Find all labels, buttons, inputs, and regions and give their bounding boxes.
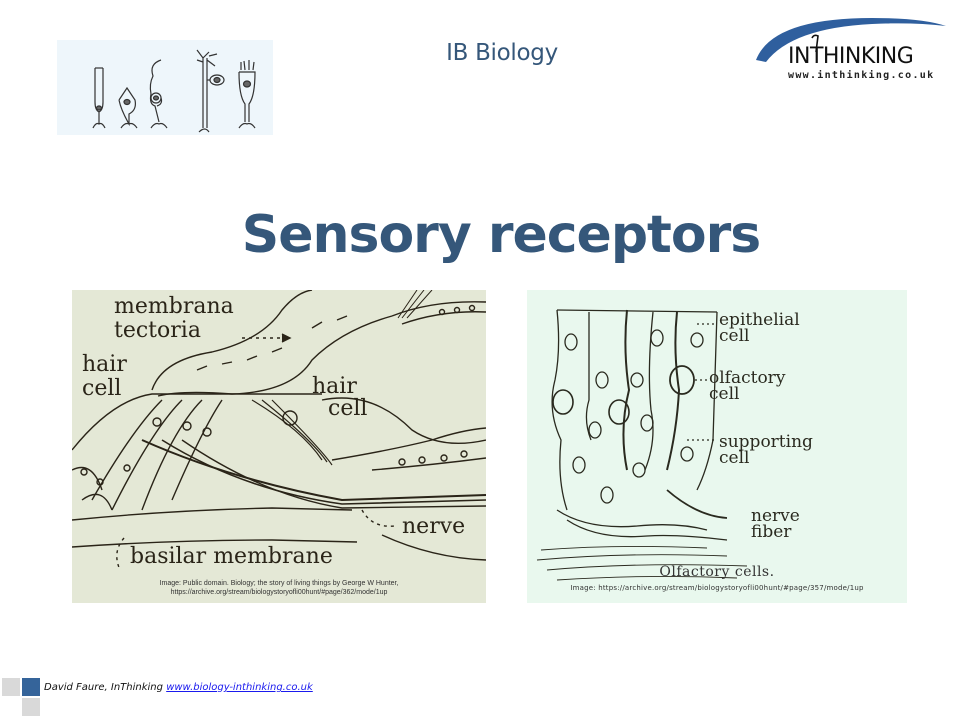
label-supporting-cell: cell — [719, 448, 750, 468]
label-epithelial-cell: cell — [719, 326, 750, 346]
cochlea-credit: Image: Public domain. Biology; the story… — [72, 580, 486, 598]
logo-url: www.inthinking.co.uk — [788, 70, 935, 81]
label-fiber: fiber — [751, 522, 792, 542]
inthinking-logo[interactable]: INTHINKING www.inthinking.co.uk — [752, 12, 952, 90]
label-hair-right-1: hair — [312, 374, 357, 399]
cochlea-credit-line2: https://archive.org/stream/biologystoryo… — [170, 588, 388, 596]
slide-title: Sensory receptors — [241, 205, 761, 265]
course-title: IB Biology — [446, 40, 558, 66]
footer-square-grey-2 — [22, 698, 40, 716]
sensory-cells-icon — [92, 49, 256, 133]
logo-swoosh-icon — [756, 18, 946, 62]
label-basilar-membrane: basilar membrane — [130, 544, 333, 569]
label-hair-right-2: cell — [328, 396, 368, 421]
cochlea-credit-line1: Image: Public domain. Biology; the story… — [159, 580, 399, 587]
footer-author: David Faure, InThinking — [44, 682, 167, 693]
olfactory-drawing-icon — [536, 309, 748, 581]
label-supporting: supporting — [719, 432, 813, 452]
label-nerve: nerve — [402, 514, 466, 539]
footer-square-grey-1 — [2, 678, 20, 696]
footer-credit: David Faure, InThinking www.biology-inth… — [44, 682, 313, 693]
olfactory-cell-diagram: epithelial cell olfactory cell supportin… — [527, 290, 907, 603]
label-epithelial: epithelial — [719, 310, 800, 330]
olfactory-credit: Image: https://archive.org/stream/biolog… — [570, 584, 864, 592]
olfactory-caption: Olfactory cells. — [659, 564, 775, 580]
label-membrana: membrana — [114, 294, 234, 319]
label-tectoria: tectoria — [114, 318, 201, 343]
sensory-cells-thumbnail — [57, 40, 273, 135]
hair-cell-diagram: membrana tectoria hair cell hair cell ne… — [72, 290, 486, 603]
label-nerve: nerve — [751, 506, 800, 526]
footer-square-blue — [22, 678, 40, 696]
label-hair-left-2: cell — [82, 376, 122, 401]
logo-wordmark: INTHINKING — [788, 44, 914, 69]
label-olfactory: olfactory — [709, 368, 786, 388]
label-hair-left-1: hair — [82, 352, 127, 377]
footer-link[interactable]: www.biology-inthinking.co.uk — [166, 682, 313, 693]
cochlea-drawing-icon — [72, 290, 486, 571]
label-olfactory-cell: cell — [709, 384, 740, 404]
